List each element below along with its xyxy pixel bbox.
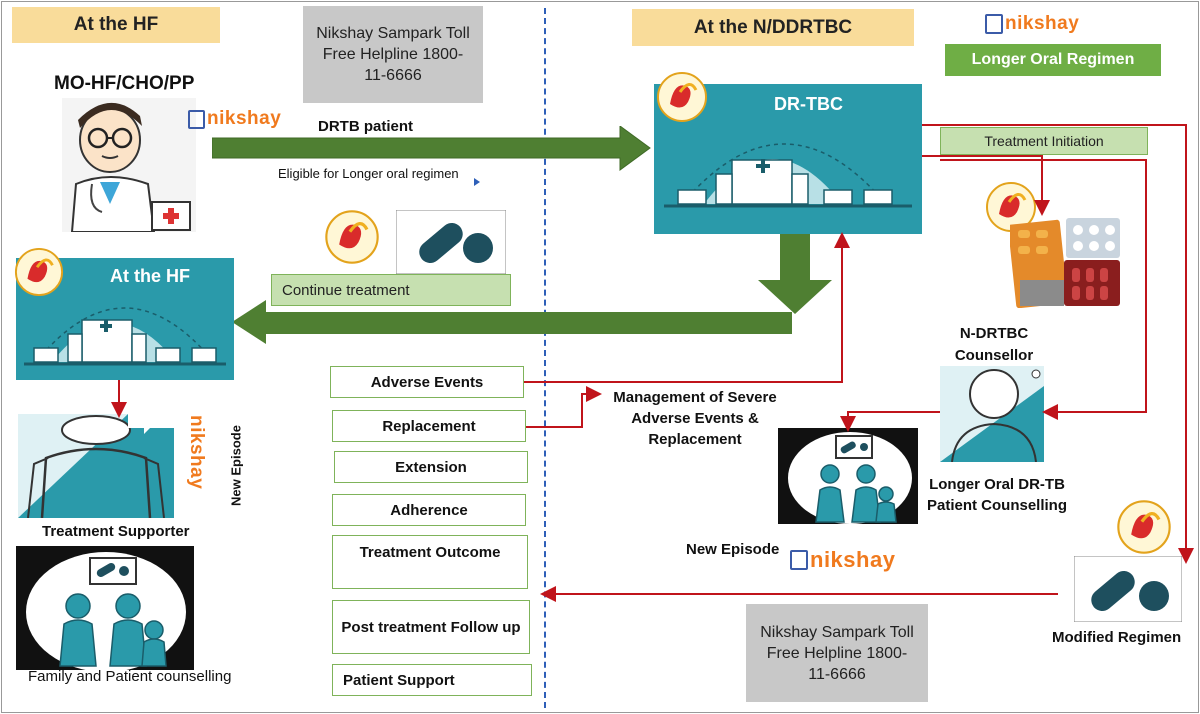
helpline-bottom: Nikshay Sampark Toll Free Helpline 1800-…: [746, 604, 928, 702]
label-new-episode: New Episode: [686, 541, 780, 558]
actor-supporter-label: Treatment Supporter: [42, 523, 190, 540]
ntep-emblem-icon: [657, 72, 707, 122]
line-to-drugs: [922, 155, 1050, 216]
label-modified-regimen: Modified Regimen: [1052, 629, 1182, 646]
step-extension: Extension: [334, 451, 528, 483]
step-replacement: Replacement: [332, 410, 526, 442]
helpline-top: Nikshay Sampark Toll Free Helpline 1800-…: [303, 6, 483, 103]
step-label: Post treatment Follow up: [341, 618, 521, 636]
line-to-counsellor: [940, 159, 1147, 420]
nikshay-brand-text: nikshay: [1005, 13, 1080, 34]
step-label: Treatment Outcome: [359, 544, 501, 561]
line-adverse-to-drtbc: [524, 232, 850, 383]
actor-counsellor-label: N-DRTBC Counsellor: [954, 325, 1034, 364]
nikshay-icon: [188, 109, 205, 129]
ntep-emblem-icon: [325, 210, 379, 264]
hospital-icon: [24, 307, 226, 366]
line-counsellor-to-counselling: [840, 411, 940, 432]
step-label: Adverse Events: [370, 373, 484, 391]
step-adherence: Adherence: [332, 494, 526, 526]
line-replacement-to-management: [526, 386, 602, 428]
nikshay-icon: [985, 14, 1003, 34]
nikshay-icon: [790, 550, 808, 570]
label-eligible: Eligible for Longer oral regimen: [278, 166, 459, 181]
divider-dashed-line: [544, 8, 546, 708]
helpline-bottom-text: Nikshay Sampark Toll Free Helpline 1800-…: [760, 623, 914, 683]
step-post-treatment: Post treatment Follow up: [332, 600, 530, 654]
doctor-icon: [62, 98, 196, 232]
nikshay-logo-drtb: nikshay: [188, 108, 281, 130]
label-family-counselling: Family and Patient counselling: [28, 668, 232, 685]
label-patient-counselling: Longer Oral DR-TB Patient Counselling: [926, 476, 1067, 514]
header-at-hf: At the HF: [12, 7, 220, 43]
hospital-icon: [664, 143, 912, 208]
nikshay-logo-bottom: nikshay: [790, 547, 895, 573]
treatment-initiation-label: Treatment Initiation: [984, 133, 1104, 149]
drtbc-title: DR-TBC: [774, 94, 843, 114]
arrow-green-down-then-left: [232, 232, 832, 344]
nikshay-logo-top: nikshay: [985, 13, 1079, 35]
arrow-green-to-drtbc: [212, 126, 651, 171]
ntep-emblem-icon: [14, 247, 64, 297]
header-at-ddrtbc: At the N/DDRTBC: [632, 9, 914, 46]
step-label: Patient Support: [343, 671, 455, 689]
treatment-initiation-bar: Treatment Initiation: [940, 127, 1148, 155]
continue-treatment-label: Continue treatment: [282, 281, 410, 299]
line-to-modified-regimen: [922, 124, 1194, 564]
family-counselling-icon: [16, 546, 194, 670]
medicine-blister-packs-icon: [1010, 218, 1120, 308]
nikshay-brand-text: nikshay: [207, 108, 282, 129]
continue-treatment-box: Continue treatment: [271, 274, 511, 306]
step-label: Adherence: [390, 501, 468, 519]
patient-counselling-icon: [778, 428, 918, 524]
step-label: Extension: [395, 458, 467, 476]
actor-mo-label: MO-HF/CHO/PP: [54, 73, 195, 94]
label-management: Management of Severe Adverse Events & Re…: [613, 389, 777, 448]
ntep-emblem-icon: [986, 182, 1036, 232]
drtbc-facility: DR-TBC: [654, 84, 922, 234]
small-blue-triangle: [474, 178, 480, 186]
hf-facility-title: At the HF: [110, 266, 190, 286]
nikshay-brand-text: nikshay: [810, 547, 896, 572]
pill-capsule-icon: [396, 210, 506, 274]
longer-oral-regimen-badge: Longer Oral Regimen: [945, 44, 1161, 76]
label-drtb-patient: DRTB patient: [318, 118, 413, 135]
step-patient-support: Patient Support: [332, 664, 532, 696]
step-adverse-events: Adverse Events: [330, 366, 524, 398]
counsellor-icon: [940, 366, 1044, 462]
ntep-emblem-icon: [1117, 500, 1171, 554]
pill-capsule-icon: [1074, 556, 1182, 622]
treatment-supporter-icon: [18, 414, 174, 518]
helpline-top-text: Nikshay Sampark Toll Free Helpline 1800-…: [316, 25, 470, 84]
step-treatment-outcome: Treatment Outcome: [332, 535, 528, 589]
step-label: Replacement: [382, 417, 476, 435]
